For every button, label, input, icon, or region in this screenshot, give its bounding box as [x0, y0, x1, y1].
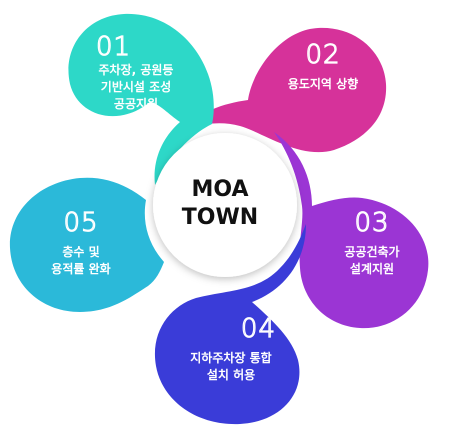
petal-01 [68, 13, 214, 185]
petal-05-number: 05 [63, 207, 99, 238]
petal-02-number: 02 [305, 39, 341, 70]
petal-02-shape [175, 27, 387, 153]
petal-05-text: 층수 및 용적률 완화 [51, 245, 111, 276]
petal-03-label: 03 공공건축가 설계지원 [322, 207, 422, 278]
center-circle [153, 133, 297, 277]
petal-01-label: 01 주차장, 공원등 기반시설 조성 공공지원 [76, 31, 196, 113]
petal-04-text: 지하주차장 통합 설치 허용 [190, 351, 272, 382]
petal-01-text: 주차장, 공원등 기반시설 조성 공공지원 [98, 63, 174, 111]
petal-03-shape [274, 132, 429, 329]
petal-05-shape [9, 177, 164, 312]
petal-04-label: 04 지하주차장 통합 설치 허용 [166, 313, 296, 384]
petal-05-label: 05 층수 및 용적률 완화 [26, 207, 136, 278]
petal-02 [175, 27, 387, 153]
petal-02-label: 02 용도지역 상향 [268, 39, 378, 93]
center-title: MOA TOWN [181, 177, 259, 230]
petal-05 [9, 177, 164, 312]
petal-04-shape [154, 224, 306, 425]
petal-01-number: 01 [95, 31, 132, 62]
petal-04 [154, 224, 306, 425]
petal-01-shape [68, 13, 214, 185]
petal-03-text: 공공건축가 설계지원 [344, 245, 400, 276]
petal-03-number: 03 [354, 207, 390, 238]
petal-03 [274, 132, 429, 329]
petal-02-text: 용도지역 상향 [287, 77, 359, 91]
petal-04-number: 04 [240, 313, 276, 344]
